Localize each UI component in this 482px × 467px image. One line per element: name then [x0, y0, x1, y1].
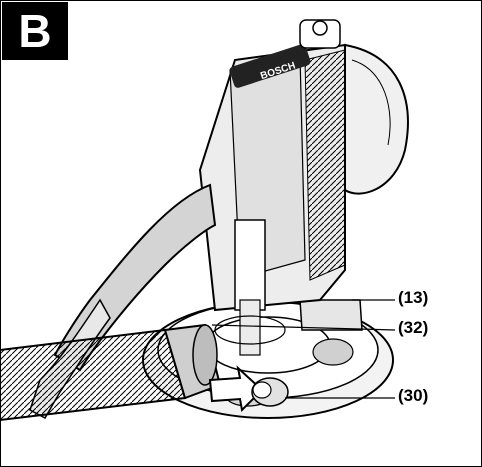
locking-knob	[251, 377, 289, 407]
right-handle	[344, 43, 409, 195]
motor-housing: BOSCH	[198, 19, 346, 312]
leader-lines	[211, 299, 396, 399]
callout-label-32: (32)	[398, 318, 429, 337]
push-arrow-icon	[208, 365, 264, 413]
callout-label-30: (30)	[398, 386, 429, 405]
extraction-hose	[0, 323, 222, 422]
figure-badge: B	[2, 2, 68, 60]
spindle	[214, 219, 286, 356]
callout-label-13: (13)	[398, 288, 429, 307]
leader-line-32	[211, 324, 396, 331]
